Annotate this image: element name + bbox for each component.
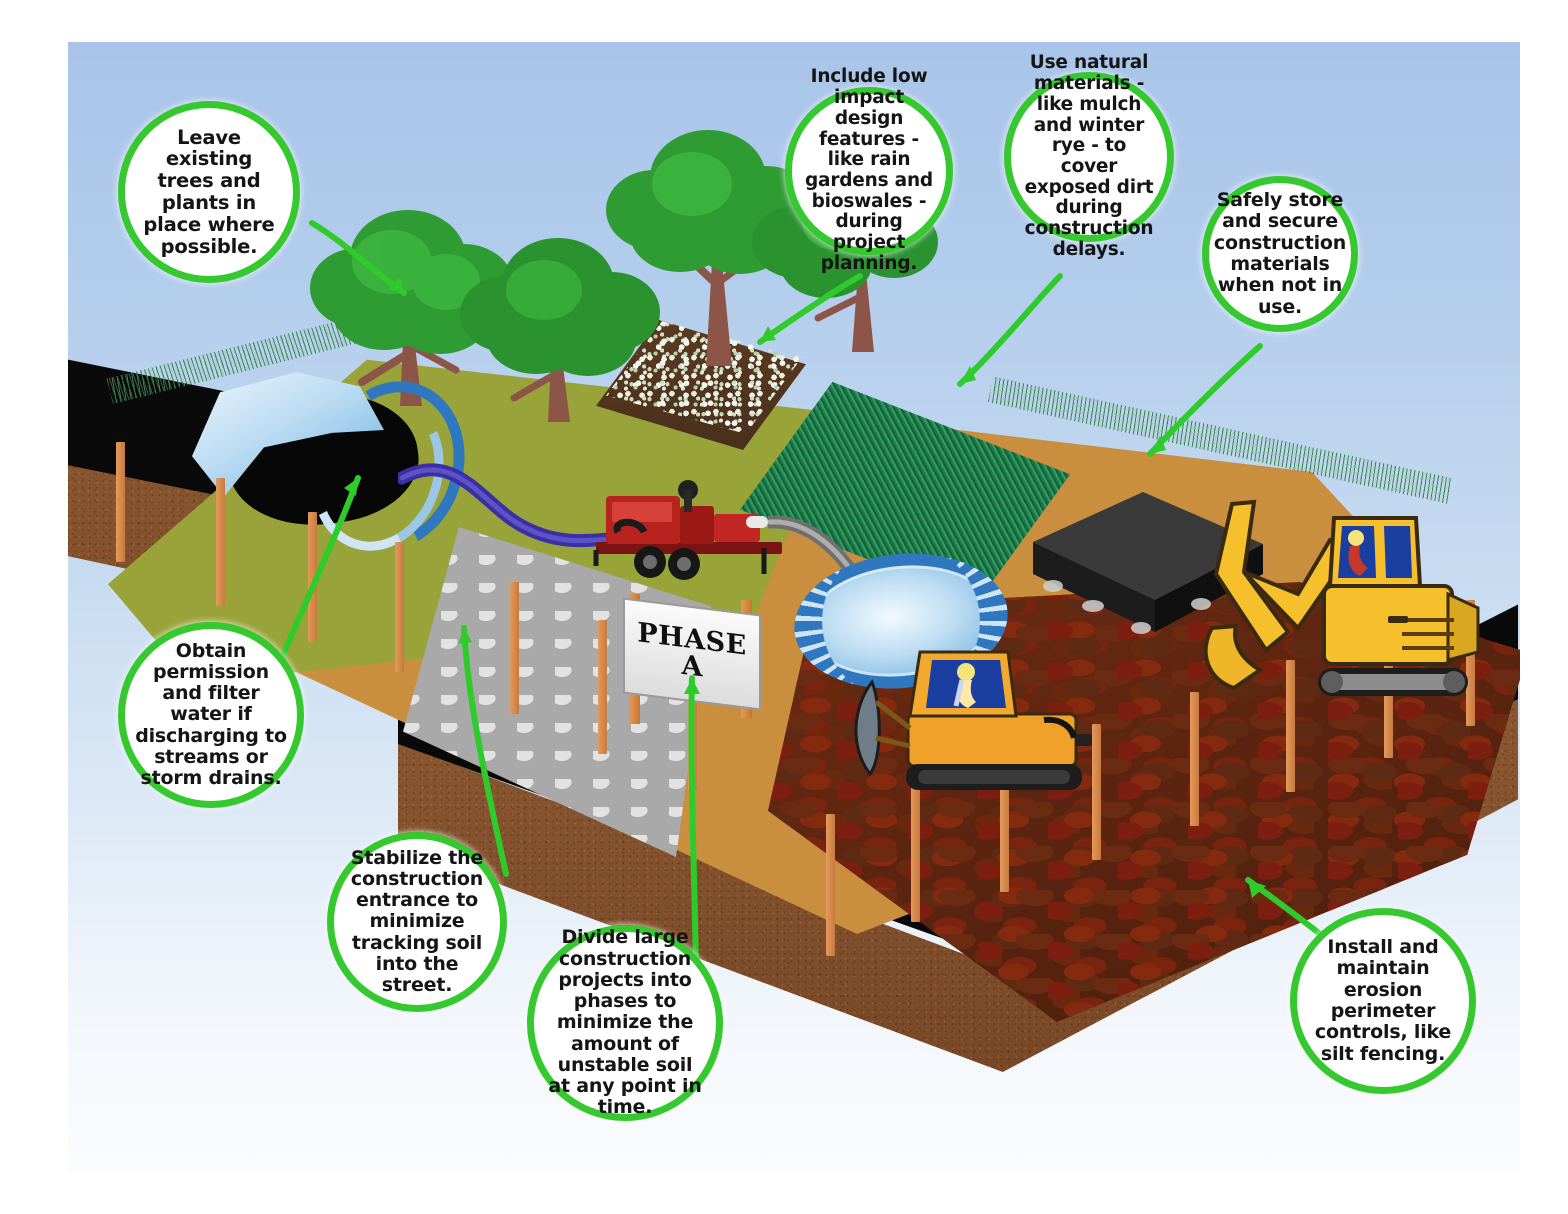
callout-text: Obtain permission and filter water if di… [135, 639, 287, 790]
fence-post [1286, 660, 1295, 792]
callout-leave-trees[interactable]: Leave existing trees and plants in place… [118, 101, 300, 283]
phase-sign: PHASE A [621, 594, 771, 724]
fence-post [598, 620, 607, 754]
callout-divide-phases[interactable]: Divide large construction projects into … [527, 925, 723, 1121]
fence-post [1092, 724, 1101, 860]
fence-post [116, 442, 125, 562]
callout-text: Install and maintain erosion perimeter c… [1314, 936, 1452, 1065]
callout-erosion-perimeter[interactable]: Install and maintain erosion perimeter c… [1290, 908, 1476, 1094]
leader-line-safely-store [1147, 343, 1263, 457]
fence-post [216, 478, 225, 606]
discharge-hose [398, 463, 628, 548]
callout-stabilize-entrance[interactable]: Stabilize the construction entrance to m… [327, 832, 507, 1012]
callout-safely-store-materials[interactable]: Safely store and secure construction mat… [1202, 176, 1358, 332]
fence-post [1190, 692, 1199, 826]
callout-text: Safely store and secure construction mat… [1213, 189, 1347, 318]
leader-line-leave-trees [309, 220, 407, 296]
leader-line-stabilize-entrance [458, 625, 509, 877]
fence-post [510, 582, 519, 714]
callout-text: Leave existing trees and plants in place… [143, 125, 275, 258]
leader-line-divide-phases [684, 675, 700, 969]
leader-line-natural-materials [957, 273, 1063, 387]
callout-text: Divide large construction projects into … [548, 926, 702, 1119]
excavator [1203, 499, 1480, 696]
tree-1 [310, 210, 514, 406]
leader-line-obtain-permission [277, 475, 361, 665]
fence-post [395, 542, 404, 672]
callout-low-impact-design[interactable]: Include low impact design features - lik… [785, 67, 953, 274]
callout-text: Stabilize the construction entrance to m… [350, 846, 484, 997]
fence-post [911, 782, 920, 922]
tree-2 [460, 238, 660, 422]
fence-post [1000, 754, 1009, 892]
leader-line-low-impact-design [757, 273, 863, 345]
callout-text: Include low impact design features - lik… [805, 66, 933, 274]
bulldozer [854, 650, 1092, 790]
pump-truck [593, 480, 782, 580]
fence-post [1466, 600, 1475, 726]
fence-post [826, 814, 835, 956]
fence-post [308, 512, 317, 642]
construction-site-scene: PHASE A [68, 42, 1520, 1172]
callout-obtain-permission[interactable]: Obtain permission and filter water if di… [118, 622, 304, 808]
callout-natural-materials[interactable]: Use natural materials - like mulch and w… [1004, 53, 1174, 260]
callout-text: Use natural materials - like mulch and w… [1024, 52, 1154, 260]
